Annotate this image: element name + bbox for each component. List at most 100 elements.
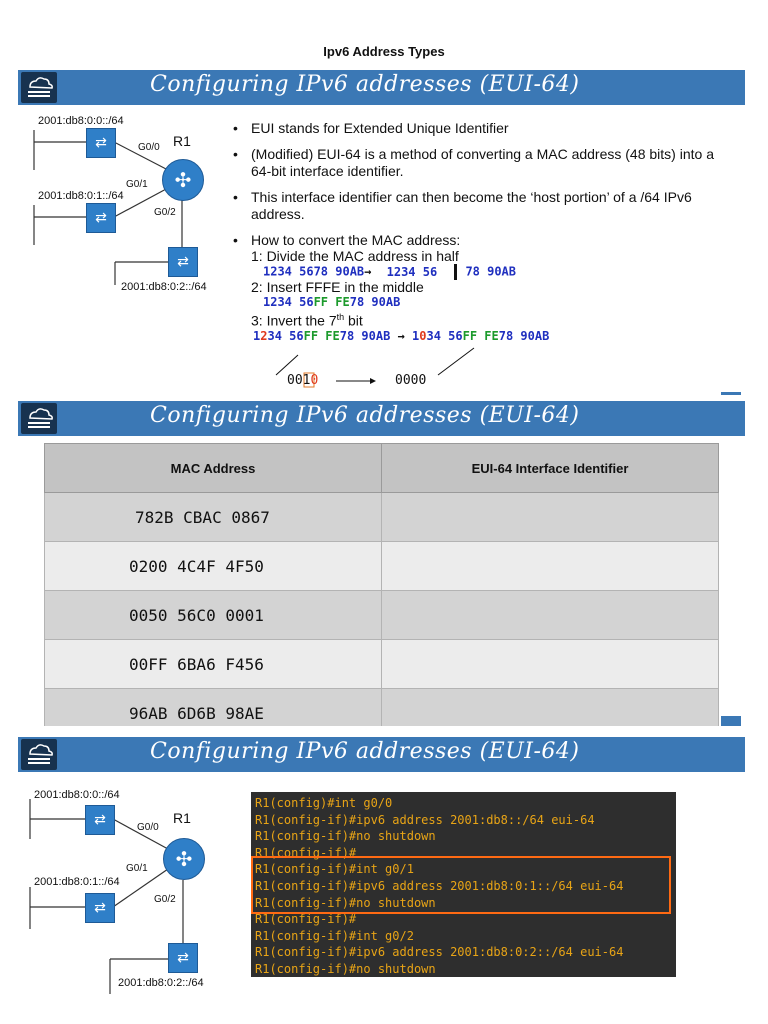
fffe-part: FF [303, 328, 319, 343]
cli-line: R1(config-if)#int g0/1 [255, 862, 414, 877]
cli-line: R1(config-if)#no shutdown [255, 829, 436, 844]
mac-cell: 0200 4C4F 4F50 [44, 541, 382, 591]
switch-icon: ⇄ [168, 943, 198, 973]
switch-icon: ⇄ [85, 805, 115, 835]
bullet-item: This interface identifier can then becom… [233, 189, 733, 223]
eui64-cell[interactable] [381, 590, 719, 640]
mac-part: 78 90AB [498, 328, 550, 343]
cli-line: R1(config-if)#no shutdown [255, 895, 436, 910]
bits-flipped: 0 [310, 373, 319, 388]
switch-icon: ⇄ [168, 247, 198, 277]
switch-icon: ⇄ [85, 893, 115, 923]
interface-label-g02: G0/2 [154, 894, 176, 905]
cli-line: R1(config-if)#ipv6 address 2001:db8::/64… [255, 812, 595, 827]
fffe-part: FF [313, 295, 329, 309]
slide-corner-mark [721, 716, 741, 726]
interface-label-g02: G0/2 [154, 207, 176, 218]
divider-bar [454, 264, 458, 280]
mac-part: 1 [412, 328, 420, 343]
network-diagram [33, 130, 183, 285]
router-label: R1 [173, 810, 191, 826]
step-1-example: 1234 5678 90AB→ 1234 56 78 90AB [251, 264, 733, 280]
router-icon: ✣ [163, 838, 205, 880]
network-label-0: 2001:db8:0:0::/64 [34, 789, 120, 801]
arrow: → [364, 264, 372, 279]
mac-cell: 782B CBAC 0867 [44, 492, 382, 542]
network-label-2: 2001:db8:0:2::/64 [121, 281, 207, 293]
fffe-part: FE [335, 295, 350, 309]
eui64-exercise-table: MAC Address EUI-64 Interface Identifier … [44, 443, 719, 726]
inverted-digit: 0 [419, 328, 427, 343]
interface-label-g01: G0/1 [126, 863, 148, 874]
step-3-tail: bit [344, 312, 363, 329]
slide-2: Configuring IPv6 addresses (EUI-64) MAC … [18, 401, 745, 726]
mac-part: 78 90AB [339, 328, 391, 343]
mac-part: 1 [253, 328, 261, 343]
mac-cell: 96AB 6D6B 98AE [44, 688, 382, 726]
mac-cell: 00FF 6BA6 F456 [44, 639, 382, 689]
slide-banner: Configuring IPv6 addresses (EUI-64) [18, 737, 745, 772]
network-label-2: 2001:db8:0:2::/64 [118, 977, 204, 989]
step-1-text: 1: Divide the MAC address in half [251, 248, 459, 264]
highlight-box [251, 856, 671, 914]
interface-label-g01: G0/1 [126, 179, 148, 190]
network-diagram [29, 799, 184, 994]
mac-half-a: 1234 56 [386, 264, 438, 279]
bits-before: 0010 [287, 373, 318, 388]
column-header-mac: MAC Address [44, 443, 382, 493]
table-row: 0050 56C0 0001 [44, 590, 719, 640]
mac-cell: 0050 56C0 0001 [44, 590, 382, 640]
fffe-part: FF [462, 328, 478, 343]
interface-label-g00: G0/0 [138, 142, 160, 153]
column-header-eui64: EUI-64 Interface Identifier [381, 443, 719, 493]
mac-part: 34 56 [267, 328, 304, 343]
router-icon: ✣ [162, 159, 204, 201]
network-label-0: 2001:db8:0:0::/64 [38, 115, 124, 127]
bullet-item: (Modified) EUI-64 is a method of convert… [233, 146, 733, 180]
table-row: 782B CBAC 0867 [44, 492, 719, 542]
switch-icon: ⇄ [86, 203, 116, 233]
cli-line: R1(config-if)#no shutdown [255, 961, 436, 976]
step-3-example: 1234 56FF FE78 90AB → 1034 56FF FE78 90A… [251, 329, 733, 344]
table-row: 96AB 6D6B 98AE [44, 688, 719, 726]
eui64-cell[interactable] [381, 492, 719, 542]
bit-inversion-arrows [275, 347, 475, 388]
mac-part: 1234 56 [263, 295, 314, 309]
cli-console: R1(config)#int g0/0 R1(config-if)#ipv6 a… [251, 792, 676, 977]
eui64-cell[interactable] [381, 688, 719, 726]
fffe-part: FE [484, 328, 499, 343]
conversion-steps: 1: Divide the MAC address in half 1234 5… [233, 249, 733, 344]
arrow: → [397, 328, 405, 343]
bullet-list: EUI stands for Extended Unique Identifie… [233, 120, 733, 344]
step-2-text: 2: Insert FFFE in the middle [251, 279, 424, 295]
table-row: 0200 4C4F 4F50 [44, 541, 719, 591]
step-2-example: 1234 56FF FE78 90AB [251, 295, 733, 310]
slide-title: Configuring IPv6 addresses (EUI-64) [150, 403, 580, 428]
router-label: R1 [173, 133, 191, 149]
cli-line: R1(config-if)# [255, 912, 357, 927]
bullet-item: How to convert the MAC address: [233, 232, 733, 249]
eui64-cell[interactable] [381, 541, 719, 591]
mac-part: 34 56 [426, 328, 463, 343]
jeremys-it-lab-logo [21, 403, 57, 434]
jeremys-it-lab-logo [21, 72, 57, 103]
cli-line: R1(config-if)#ipv6 address 2001:db8:0:1:… [255, 878, 624, 893]
table-header-row: MAC Address EUI-64 Interface Identifier [44, 443, 719, 493]
mac-half-b: 78 90AB [465, 264, 517, 279]
network-label-1: 2001:db8:0:1::/64 [38, 190, 124, 202]
bits-after: 0000 [395, 373, 427, 388]
slide-3: Configuring IPv6 addresses (EUI-64) ⇄ ⇄ … [18, 737, 745, 1002]
network-label-1: 2001:db8:0:1::/64 [34, 876, 120, 888]
superscript: th [336, 312, 345, 322]
eui64-cell[interactable] [381, 639, 719, 689]
bits-prefix: 001 [287, 373, 311, 388]
fffe-part: FE [325, 328, 340, 343]
slide-banner: Configuring IPv6 addresses (EUI-64) [18, 401, 745, 436]
slide-banner: Configuring IPv6 addresses (EUI-64) [18, 70, 745, 105]
step-3-text: 3: Invert the 7th bit [251, 310, 733, 329]
slide-corner-mark [721, 392, 741, 395]
inverted-digit: 2 [260, 328, 268, 343]
step-3-label: 3: Invert the 7 [251, 312, 337, 329]
slide-title: Configuring IPv6 addresses (EUI-64) [150, 739, 580, 764]
bullet-item: EUI stands for Extended Unique Identifie… [233, 120, 733, 137]
